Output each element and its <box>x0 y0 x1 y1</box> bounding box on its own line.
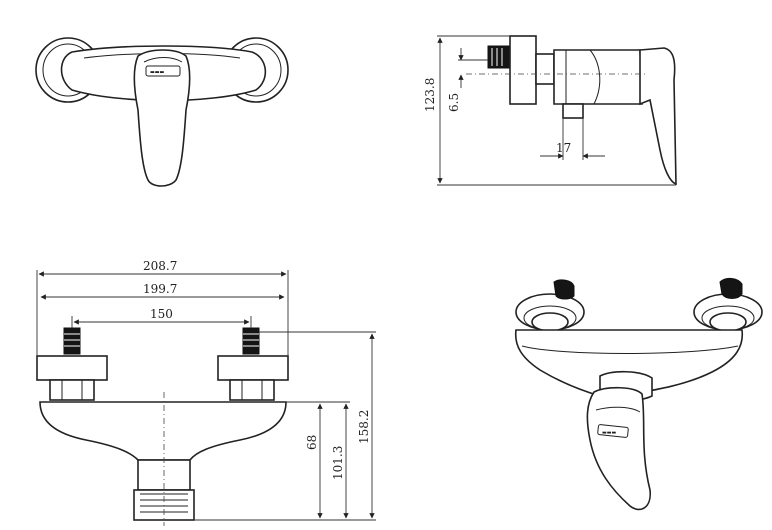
dim-height-101: 101.3 <box>331 446 345 480</box>
dim-inlet-spacing: 150 <box>150 307 173 321</box>
dim-body-width: 199.7 <box>143 282 177 296</box>
iso-right-inlet <box>719 277 743 299</box>
left-inlet-thread <box>63 327 81 355</box>
side-lever <box>639 47 677 186</box>
lever-handle-top <box>133 49 191 187</box>
iso-left-inlet <box>553 279 575 300</box>
dim-side-outlet: 17 <box>556 141 571 155</box>
mixer-body-front <box>39 401 287 461</box>
right-flange-front <box>217 355 289 381</box>
brand-logo-iso: ▬▬▬ <box>602 430 616 436</box>
front-view: 208.7 199.7 150 158.2 101.3 68 <box>36 259 376 526</box>
side-flange <box>509 35 537 105</box>
brand-logo-top: ▬▬▬ <box>150 70 164 76</box>
side-view: 123.8 6.5 17 <box>423 35 677 186</box>
top-view: ▬▬▬ <box>35 37 289 187</box>
dim-height-68: 68 <box>305 435 319 450</box>
left-flange-front <box>36 355 108 381</box>
isometric-view: ▬▬▬ <box>514 277 763 511</box>
dim-side-offset: 6.5 <box>447 93 461 112</box>
dim-overall-width: 208.7 <box>143 259 177 273</box>
dim-total-height: 158.2 <box>357 410 371 444</box>
right-inlet-thread <box>242 327 260 355</box>
iso-lever <box>586 386 651 511</box>
side-body <box>553 49 643 105</box>
side-inlet-thread <box>487 45 511 69</box>
dim-side-height: 123.8 <box>423 78 437 112</box>
side-outlet <box>562 103 584 119</box>
